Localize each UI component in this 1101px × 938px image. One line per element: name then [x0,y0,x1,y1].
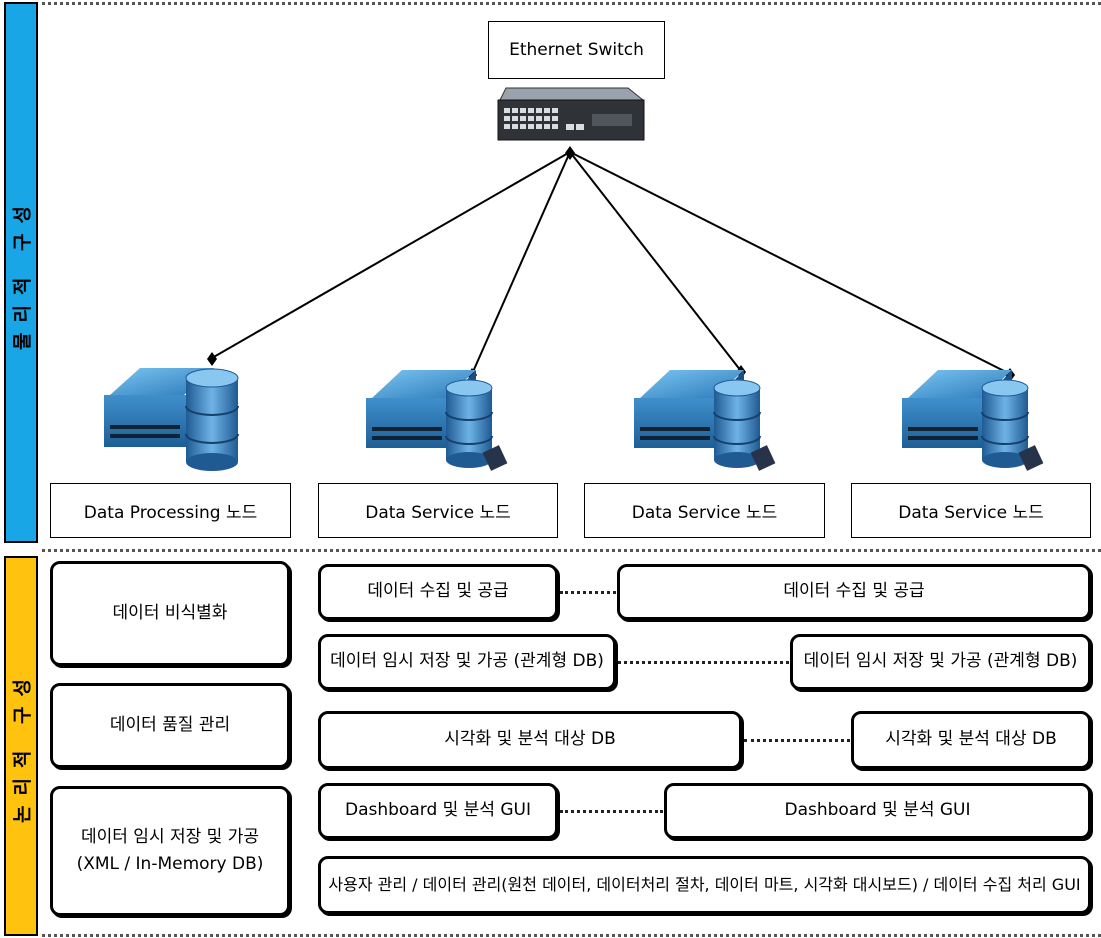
logical-row4-right: Dashboard 및 분석 GUI [664,783,1091,839]
logical-row1-connector [560,591,616,594]
node-label-data-service-1: Data Service 노드 [318,483,558,538]
logical-bottom-gui: 사용자 관리 / 데이터 관리(원천 데이터, 데이터처리 절차, 데이터 마트… [318,856,1091,914]
node-label-data-service-2: Data Service 노드 [584,483,825,538]
logical-row1-right: 데이터 수집 및 공급 [617,564,1091,620]
logical-row2-left: 데이터 임시 저장 및 가공 (관계형 DB) [318,634,616,690]
node-label-data-processing: Data Processing 노드 [50,483,291,538]
logical-row4-connector [560,810,663,813]
logical-row2-connector [618,661,789,664]
bottom-dotted-border [42,934,1101,937]
logical-row4-left: Dashboard 및 분석 GUI [318,783,558,839]
ethernet-switch-label: Ethernet Switch [488,21,665,79]
logical-row3-left: 시각화 및 분석 대상 DB [318,711,742,769]
server-database-icon [902,370,1044,471]
logical-left-quality-management: 데이터 품질 관리 [50,683,290,768]
server-database-icon [366,370,508,471]
physical-config-band: 물리적 구성 [4,2,38,543]
logical-row1-left: 데이터 수집 및 공급 [318,564,558,620]
server-database-icon [104,368,239,471]
server-database-icon [634,370,776,471]
network-topology [104,87,1044,471]
logical-row2-right: 데이터 임시 저장 및 가공 (관계형 DB) [790,634,1091,690]
node-label-data-service-3: Data Service 노드 [851,483,1091,538]
network-switch-icon [497,87,645,141]
top-dotted-border [42,2,1101,5]
logical-left-deidentification: 데이터 비식별화 [50,561,290,666]
logical-config-label: 논리적 구성 [11,668,34,824]
logical-row3-connector [744,739,850,742]
section-divider [42,549,1101,552]
logical-config-band: 논리적 구성 [4,556,38,936]
logical-row3-right: 시각화 및 분석 대상 DB [851,711,1091,769]
network-links [211,151,1011,375]
logical-left-temp-storage: 데이터 임시 저장 및 가공 (XML / In-Memory DB) [50,786,290,916]
